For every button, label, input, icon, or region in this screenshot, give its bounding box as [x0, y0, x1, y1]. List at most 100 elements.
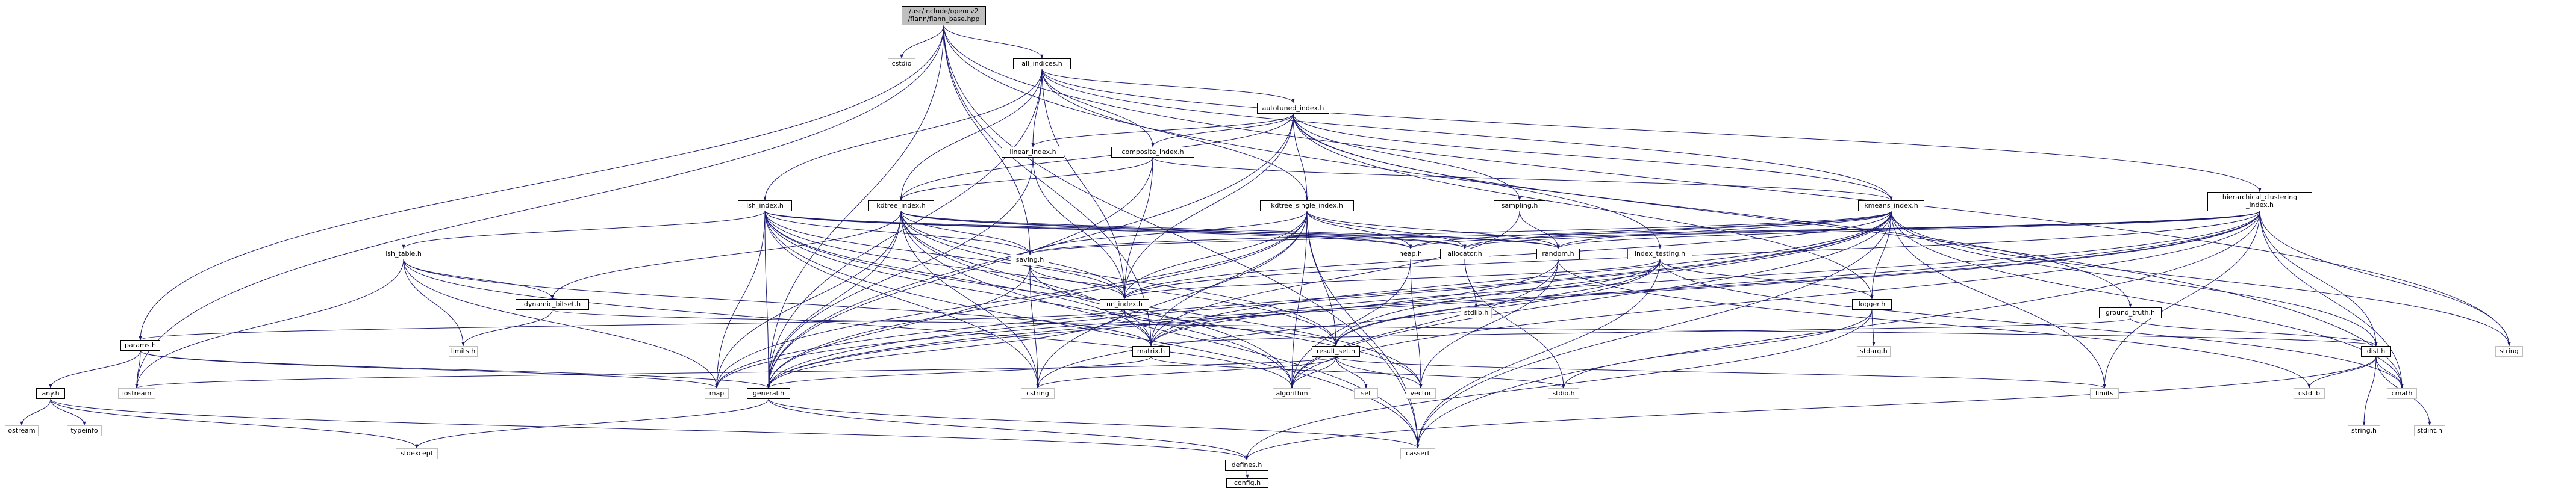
dependency-edge — [943, 25, 1153, 347]
dependency-edge — [767, 356, 1152, 389]
dependency-edge — [715, 211, 1308, 389]
dependency-edge — [1871, 309, 1876, 347]
graph-node-autotuned[interactable]: autotuned_index.h — [1257, 103, 1329, 114]
dependency-edge — [1123, 259, 1661, 300]
dependency-edge — [768, 398, 1249, 460]
dependency-edge — [1123, 113, 1294, 300]
dependency-edge — [2103, 211, 2260, 389]
dependency-edge — [1123, 211, 1892, 300]
dependency-edge — [1150, 356, 1565, 389]
dependency-edge — [1290, 211, 1308, 389]
dependency-edge — [715, 211, 902, 389]
graph-node-dynamic-bitset[interactable]: dynamic_bitset.h — [516, 299, 589, 310]
graph-node-kdtree-single[interactable]: kdtree_single_index.h — [1260, 200, 1354, 211]
graph-node-any[interactable]: any.h — [36, 388, 65, 399]
dependency-edge — [49, 350, 141, 389]
graph-node-label: set — [1361, 389, 1371, 397]
dependency-edge — [1556, 211, 2260, 249]
graph-node-root[interactable]: /usr/include/opencv2/flann/flann_base.hp… — [902, 6, 986, 25]
graph-node-label: stdio.h — [1552, 389, 1575, 397]
graph-node-heap[interactable]: heap.h — [1394, 249, 1427, 259]
dependency-edge — [943, 25, 2404, 389]
dependency-edge — [764, 211, 1040, 389]
dependency-edge — [1335, 356, 1368, 389]
graph-node-label: index_testing.h — [1634, 249, 1686, 258]
graph-node-typeinfo: typeinfo — [67, 425, 102, 436]
dependency-edge — [1151, 113, 1294, 147]
dependency-edge — [1041, 69, 1155, 147]
graph-node-ostream: ostream — [5, 425, 39, 436]
graph-node-label: cstdio — [891, 59, 912, 67]
graph-node-hier[interactable]: hierarchical_clustering_index.h — [2207, 192, 2312, 211]
dependency-edge — [140, 350, 719, 389]
dependency-edge — [1041, 69, 2262, 193]
graph-node-label: _index.h — [2245, 201, 2274, 209]
dependency-edge — [1410, 259, 1423, 389]
dependency-edge — [900, 211, 1467, 249]
dependency-edge — [1036, 259, 1661, 389]
graph-node-kmeans[interactable]: kmeans_index.h — [1858, 200, 1924, 211]
graph-node-label: heap.h — [1399, 249, 1422, 258]
graph-node-sampling[interactable]: sampling.h — [1494, 200, 1545, 211]
dependency-edge — [1245, 356, 2377, 460]
dependency-edge — [1041, 69, 1126, 300]
dependency-edge — [715, 211, 1892, 389]
graph-node-nn-index[interactable]: nn_index.h — [1100, 299, 1149, 310]
graph-node-label: result_set.h — [1317, 347, 1355, 355]
dependency-edge — [1558, 259, 2311, 389]
dependency-edge — [1149, 211, 1520, 347]
graph-node-saving[interactable]: saving.h — [1011, 255, 1049, 265]
dependency-edge — [1293, 113, 1521, 201]
dependency-edge — [1293, 113, 1874, 300]
dependency-edge — [1334, 211, 2260, 347]
dependency-edge — [767, 211, 1892, 389]
graph-node-vector: vector — [1406, 388, 1436, 399]
dependency-edge — [135, 25, 944, 389]
dependency-edge — [900, 211, 1040, 389]
graph-node-allocator[interactable]: allocator.h — [1440, 249, 1489, 259]
graph-node-config[interactable]: config.h — [1226, 478, 1268, 488]
dependency-edge — [767, 309, 1125, 389]
graph-node-lsh-table[interactable]: lsh_table.h — [379, 249, 428, 259]
dependency-edge — [135, 259, 404, 389]
dependency-edge — [1028, 211, 1892, 255]
dependency-edge — [764, 211, 770, 389]
graph-node-set: set — [1354, 388, 1378, 399]
graph-node-all-indices[interactable]: all_indices.h — [1013, 58, 1071, 69]
dependency-edge — [900, 211, 1032, 255]
graph-node-cstdlib: cstdlib — [2294, 388, 2325, 399]
graph-node-defines[interactable]: defines.h — [1225, 460, 1268, 471]
graph-node-params[interactable]: params.h — [120, 340, 160, 351]
graph-node-label: cstdlib — [2298, 389, 2321, 397]
graph-node-label: autotuned_index.h — [1262, 103, 1324, 112]
dependency-edge — [136, 356, 1336, 389]
graph-node-iostream: iostream — [118, 388, 155, 399]
graph-node-label: allocator.h — [1447, 249, 1482, 258]
graph-node-stdio: stdio.h — [1548, 388, 1579, 399]
dependency-edge — [1029, 265, 1423, 389]
graph-node-label: iostream — [122, 389, 152, 397]
graph-node-dist[interactable]: dist.h — [2361, 346, 2391, 357]
graph-node-kdtree[interactable]: kdtree_index.h — [868, 200, 934, 211]
dependency-edge — [763, 69, 1043, 201]
graph-node-matrix[interactable]: matrix.h — [1132, 346, 1170, 357]
graph-node-index-testing[interactable]: index_testing.h — [1627, 249, 1692, 259]
graph-node-composite[interactable]: composite_index.h — [1111, 147, 1194, 158]
graph-node-linear[interactable]: linear_index.h — [1002, 147, 1064, 158]
graph-node-label: all_indices.h — [1021, 59, 1062, 67]
graph-node-label: random.h — [1542, 249, 1574, 258]
graph-node-lsh-index[interactable]: lsh_index.h — [738, 200, 792, 211]
dependency-edge — [1041, 69, 1893, 201]
graph-node-result-set[interactable]: result_set.h — [1312, 346, 1360, 357]
dependency-edge — [1659, 259, 1874, 300]
dependency-edge — [403, 259, 1153, 347]
dependency-edge — [1306, 211, 1560, 249]
dependency-edge — [767, 211, 1308, 389]
graph-node-ground-truth[interactable]: ground_truth.h — [2099, 307, 2162, 318]
dependency-edge — [1416, 259, 1661, 449]
graph-node-general[interactable]: general.h — [747, 388, 790, 399]
graph-node-random[interactable]: random.h — [1536, 249, 1580, 259]
dependency-edge — [767, 211, 2260, 389]
graph-node-logger[interactable]: logger.h — [1852, 299, 1892, 310]
dependency-edge — [1519, 211, 1560, 249]
